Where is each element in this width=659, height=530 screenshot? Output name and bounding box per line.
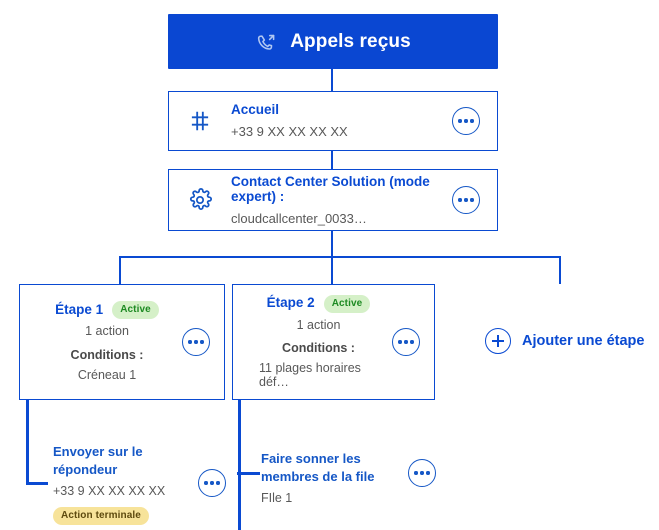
action-title: Envoyer sur le répondeur bbox=[53, 444, 143, 477]
action-faire-sonner-menu-button[interactable] bbox=[408, 459, 436, 487]
action-title: Faire sonner les membres de la file bbox=[261, 451, 375, 484]
plus-circle-icon bbox=[485, 328, 511, 354]
action-subtitle: +33 9 XX XX XX XX bbox=[53, 484, 166, 499]
dot bbox=[458, 119, 462, 123]
step-etape-2-menu-button[interactable] bbox=[392, 328, 420, 356]
dot bbox=[398, 340, 402, 344]
dot bbox=[410, 340, 414, 344]
dot bbox=[470, 119, 474, 123]
node-card-accueil[interactable]: Accueil +33 9 XX XX XX XX bbox=[168, 91, 498, 151]
step-etape-1-menu-button[interactable] bbox=[182, 328, 210, 356]
add-step-label: Ajouter une étape bbox=[522, 332, 645, 349]
node-subtitle: cloudcallcenter_0033… bbox=[231, 210, 367, 226]
connector-drop-etape-1 bbox=[119, 256, 122, 284]
dot bbox=[414, 471, 418, 475]
action-envoyer-repondeur-menu-wrap bbox=[198, 469, 226, 497]
dot bbox=[470, 198, 474, 202]
connector-ccs-trunk bbox=[331, 231, 333, 257]
phone-incoming-icon bbox=[258, 34, 275, 50]
step-actions-count: 1 action bbox=[85, 324, 129, 339]
step-conditions-value: 11 plages horaires déf… bbox=[259, 361, 361, 389]
dot bbox=[426, 471, 430, 475]
dot bbox=[200, 340, 204, 344]
connector-drop-add-step bbox=[559, 256, 562, 284]
dot bbox=[458, 198, 462, 202]
connector-branch-bar bbox=[119, 256, 561, 259]
node-card-ccs-body: Contact Center Solution (mode expert) : … bbox=[231, 174, 435, 227]
dot bbox=[210, 481, 214, 485]
terminal-action-badge: Action terminale bbox=[53, 506, 149, 525]
node-card-accueil-body: Accueil +33 9 XX XX XX XX bbox=[231, 102, 435, 139]
dot bbox=[188, 340, 192, 344]
step-conditions-value: Créneau 1 bbox=[77, 367, 137, 382]
node-ccs-menu-button[interactable] bbox=[452, 186, 480, 214]
node-subtitle: +33 9 XX XX XX XX bbox=[231, 123, 348, 139]
flow-header-title: Appels reçus bbox=[290, 31, 411, 52]
dot bbox=[420, 471, 424, 475]
dot bbox=[464, 198, 468, 202]
status-badge: Active bbox=[323, 294, 371, 313]
step-title: Étape 2 bbox=[266, 295, 315, 311]
dot bbox=[194, 340, 198, 344]
connector-etape1-stem bbox=[26, 382, 29, 483]
action-faire-sonner-menu-wrap bbox=[408, 459, 436, 487]
dot bbox=[404, 340, 408, 344]
connector-leaf1-right-stub bbox=[237, 472, 240, 475]
action-envoyer-repondeur-menu-button[interactable] bbox=[198, 469, 226, 497]
action-subtitle: FIle 1 bbox=[261, 491, 293, 506]
connector-etape2-stem bbox=[238, 382, 241, 530]
step-conditions-label: Conditions : bbox=[70, 348, 144, 363]
gear-icon bbox=[169, 187, 231, 213]
step-title: Étape 1 bbox=[55, 301, 104, 317]
flow-header: Appels reçus bbox=[168, 14, 498, 69]
dot bbox=[464, 119, 468, 123]
hash-keypad-icon bbox=[169, 108, 231, 134]
step-card-etape-2[interactable]: Étape 2 Active 1 action Conditions : 11 … bbox=[232, 284, 435, 400]
action-card-faire-sonner-file[interactable]: Faire sonner les membres de la file FIle… bbox=[261, 443, 421, 513]
status-badge: Active bbox=[112, 301, 159, 320]
connector-accueil-to-ccs bbox=[331, 151, 333, 169]
step-conditions-label: Conditions : bbox=[282, 341, 355, 356]
connector-drop-etape-2 bbox=[331, 256, 334, 284]
node-title: Accueil bbox=[231, 102, 280, 118]
step-card-etape-1[interactable]: Étape 1 Active 1 action Conditions : Cré… bbox=[19, 284, 225, 400]
node-title: Contact Center Solution (mode expert) : bbox=[231, 173, 430, 205]
connector-header-to-accueil bbox=[331, 69, 333, 91]
dot bbox=[216, 481, 220, 485]
add-step-button[interactable]: Ajouter une étape bbox=[485, 328, 644, 354]
action-card-envoyer-repondeur[interactable]: Envoyer sur le répondeur +33 9 XX XX XX … bbox=[53, 443, 233, 525]
step-actions-count: 1 action bbox=[296, 317, 341, 332]
dot bbox=[204, 481, 208, 485]
connector-etape2-to-leaf2 bbox=[238, 472, 260, 475]
node-card-contact-center[interactable]: Contact Center Solution (mode expert) : … bbox=[168, 169, 498, 231]
node-accueil-menu-button[interactable] bbox=[452, 107, 480, 135]
connector-etape1-to-leaf1 bbox=[26, 482, 48, 485]
